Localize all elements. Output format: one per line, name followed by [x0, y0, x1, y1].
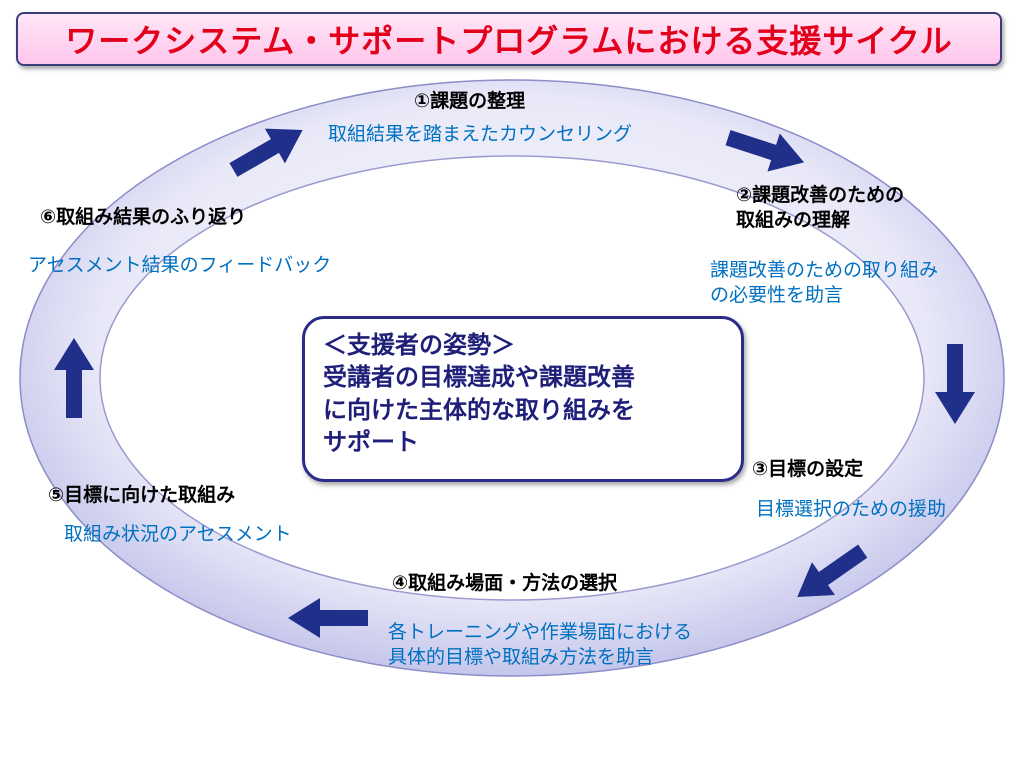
arrow-left-icon [288, 598, 368, 638]
center-line: サポート [323, 428, 419, 457]
center-line: に向けた主体的な取り組みを [323, 395, 635, 424]
arrow-right-down-icon [725, 130, 805, 172]
step-2-label-line: ②課題改善のための [736, 184, 905, 206]
supporter-stance-box: ＜支援者の姿勢＞ 受講者の目標達成や課題改善 に向けた主体的な取り組みを サポー… [302, 316, 744, 482]
step-3-desc: 目標選択のための援助 [756, 498, 947, 520]
step-4-label: ④取組み場面・方法の選択 [392, 572, 618, 594]
step-1-desc: 取組結果を踏まえたカウンセリング [328, 123, 633, 145]
step-2-desc: 課題改善のための取り組み の必要性を助言 [710, 258, 938, 307]
arrow-down-icon [935, 344, 975, 424]
step-6-desc: アセスメント結果のフィードバック [28, 254, 332, 276]
step-4-desc: 各トレーニングや作業場面における 具体的目標や取組み方法を助言 [388, 620, 692, 669]
step-6-label: ⑥取組み結果のふり返り [40, 206, 247, 228]
step-3-label: ③目標の設定 [752, 458, 864, 480]
arrow-left-down-icon [797, 544, 868, 597]
center-line: 受講者の目標達成や課題改善 [323, 363, 635, 392]
arrow-right-up-icon [229, 128, 303, 177]
page-title: ワークシステム・サポートプログラムにおける支援サイクル [65, 22, 953, 60]
title-banner: ワークシステム・サポートプログラムにおける支援サイクル [16, 12, 1002, 66]
step-2-desc-line: の必要性を助言 [710, 283, 844, 306]
step-5-desc: 取組み状況のアセスメント [64, 523, 292, 545]
step-2-label-line: 取組みの理解 [736, 208, 851, 231]
step-2-label: ②課題改善のための 取組みの理解 [736, 183, 904, 232]
arrow-up-icon [54, 338, 94, 418]
step-4-desc-line: 具体的目標や取組み方法を助言 [388, 645, 655, 668]
step-1-label: ①課題の整理 [414, 90, 526, 112]
step-4-desc-line: 各トレーニングや作業場面における [388, 621, 693, 643]
step-2-desc-line: 課題改善のための取り組み [710, 259, 939, 281]
step-5-label: ⑤目標に向けた取組み [48, 484, 236, 506]
center-heading: ＜支援者の姿勢＞ [323, 331, 515, 359]
